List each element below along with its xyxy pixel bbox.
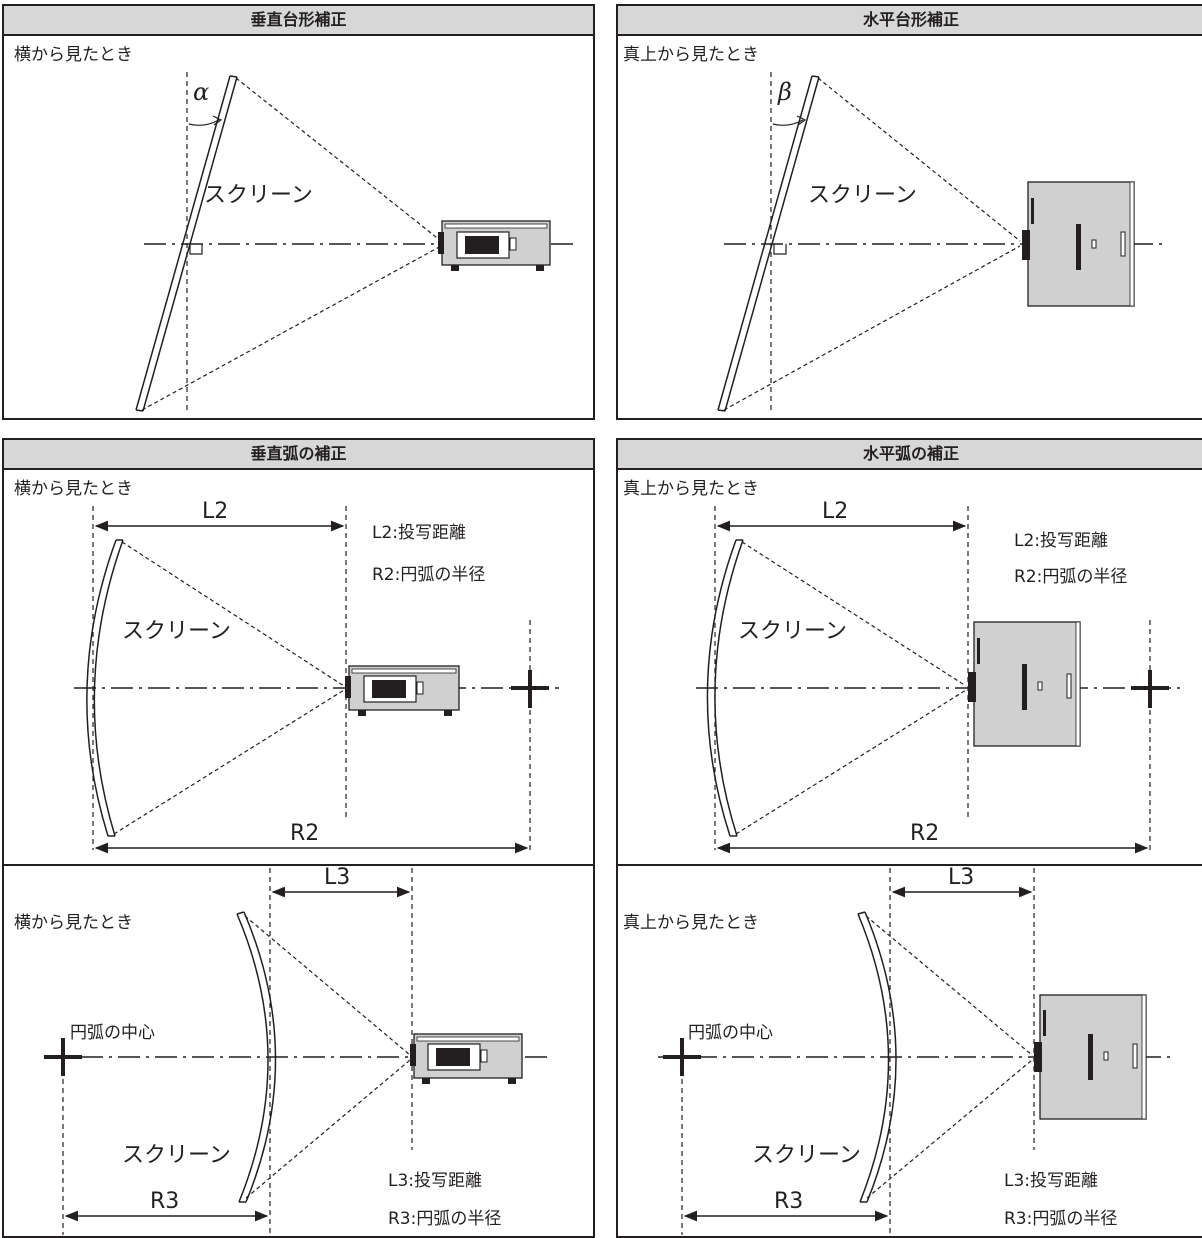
- alpha-label: α: [193, 78, 209, 106]
- projector-side-icon: [438, 220, 551, 271]
- projector-top-icon: [1034, 994, 1147, 1120]
- legend-distance: L2:投写距離: [372, 523, 466, 543]
- projection-line-top: [121, 541, 345, 687]
- view-label: 真上から見たとき: [623, 45, 759, 65]
- projection-line-bottom: [866, 1059, 1033, 1199]
- view-label-upper: 真上から見たとき: [623, 479, 759, 499]
- curved-screen: [86, 539, 124, 837]
- view-label-upper: 横から見たとき: [14, 479, 133, 499]
- horizontal-arc-diagram: 真上から見たとき L2 L2:投写距離 R2:円弧の半径 スクリーン: [623, 479, 1180, 1235]
- right-angle-mark: [773, 244, 787, 255]
- legend-distance: L3:投写距離: [1004, 1171, 1098, 1191]
- tilted-screen: [717, 75, 820, 412]
- screen-label-lower: スクリーン: [122, 1143, 231, 1168]
- l3-label: L3: [948, 865, 974, 890]
- panel-vertical-keystone: 垂直台形補正 横から見たとき α スクリーン: [2, 4, 595, 420]
- projector-top-icon: [968, 621, 1081, 747]
- l3-label: L3: [324, 865, 350, 890]
- legend-distance: L3:投写距離: [388, 1171, 482, 1191]
- arc-center-cross: [663, 1038, 701, 1076]
- panel-title: 水平台形補正: [618, 6, 1202, 36]
- r3-label: R3: [150, 1189, 179, 1214]
- projector-side-icon: [345, 665, 460, 716]
- screen-label-lower: スクリーン: [752, 1143, 861, 1168]
- view-label: 横から見たとき: [14, 45, 133, 65]
- screen-label-upper: スクリーン: [122, 619, 231, 644]
- arc-center-cross: [44, 1038, 82, 1076]
- legend-distance: L2:投写距離: [1014, 531, 1108, 551]
- screen-label-upper: スクリーン: [738, 619, 847, 644]
- screen-label: スクリーン: [808, 183, 917, 208]
- panel-horizontal-arc: 水平弧の補正 真上から見たとき L2 L2:投写距離 R2:円弧の半径 スクリー…: [616, 438, 1202, 1238]
- angle-arc: [188, 119, 220, 126]
- arc-center-cross: [1131, 670, 1169, 708]
- projection-line-bottom: [735, 689, 967, 835]
- horizontal-keystone-diagram: 真上から見たとき β スクリーン: [623, 45, 1166, 414]
- projection-line-bottom: [141, 245, 442, 411]
- view-label-lower: 横から見たとき: [14, 913, 133, 933]
- r2-label: R2: [290, 821, 319, 846]
- curved-screen: [857, 911, 897, 1203]
- projection-line-top: [741, 541, 967, 687]
- projection-line-bottom: [723, 245, 1021, 411]
- l2-label: L2: [822, 499, 848, 524]
- legend-radius: R2:円弧の半径: [372, 565, 485, 585]
- projection-line-bottom: [245, 1059, 411, 1199]
- panel-title: 水平弧の補正: [618, 440, 1202, 470]
- r2-label: R2: [910, 821, 939, 846]
- projection-line-bottom: [113, 689, 345, 835]
- arc-center-cross: [511, 670, 549, 708]
- section-divider: [618, 864, 1202, 866]
- right-angle-mark: [189, 244, 203, 255]
- angle-arc: [772, 119, 804, 126]
- projection-line-top: [235, 77, 442, 242]
- curved-screen: [236, 911, 277, 1203]
- panel-horizontal-keystone: 水平台形補正 真上から見たとき β スクリーン: [616, 4, 1202, 420]
- vertical-keystone-diagram: 横から見たとき α スクリーン: [14, 45, 579, 414]
- legend-radius: R3:円弧の半径: [388, 1209, 501, 1229]
- projection-line-top: [817, 77, 1021, 242]
- r3-label: R3: [774, 1189, 803, 1214]
- legend-radius: R2:円弧の半径: [1014, 567, 1127, 587]
- panel-vertical-arc: 垂直弧の補正 横から見たとき L2 L2:投写距離 R2:円弧の半径 スクリーン: [2, 438, 595, 1238]
- projector-side-icon: [410, 1033, 523, 1084]
- projector-top-icon: [1022, 181, 1135, 307]
- view-label-lower: 真上から見たとき: [623, 913, 759, 933]
- l2-label: L2: [202, 499, 228, 524]
- curved-screen: [706, 539, 744, 837]
- arc-center-label: 円弧の中心: [688, 1023, 773, 1043]
- vertical-arc-diagram: 横から見たとき L2 L2:投写距離 R2:円弧の半径 スクリーン: [14, 479, 559, 1235]
- section-divider: [4, 864, 593, 866]
- screen-label: スクリーン: [204, 183, 313, 208]
- beta-label: β: [777, 78, 792, 106]
- panel-title: 垂直弧の補正: [4, 440, 593, 470]
- projection-line-top: [244, 915, 411, 1056]
- panel-title: 垂直台形補正: [4, 6, 593, 36]
- legend-radius: R3:円弧の半径: [1004, 1209, 1117, 1229]
- arc-center-label: 円弧の中心: [70, 1023, 155, 1043]
- projection-line-top: [865, 915, 1033, 1056]
